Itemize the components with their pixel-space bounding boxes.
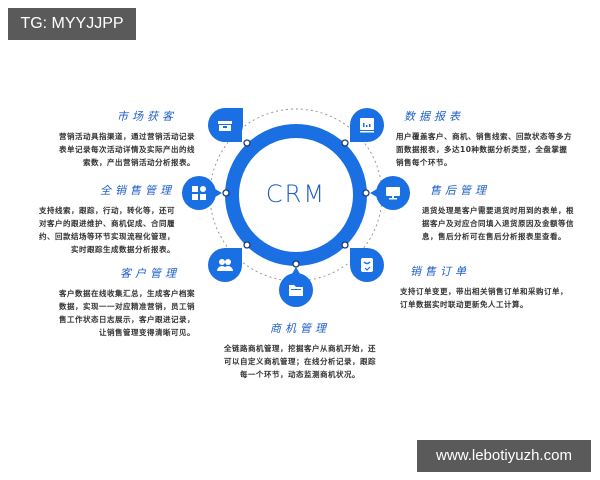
chart-icon	[350, 108, 384, 142]
box-icon	[208, 108, 242, 142]
module-desc: 营销活动具指渠道，通过营销活动记录 表单记录每次活动详情及实际产出的线 索数，产…	[59, 132, 195, 167]
module-title: 市场获客	[117, 110, 177, 123]
module-after-sales: 售后管理 退货处理是客户需要退货时用到的表单，根 据客户及对应合同填入退货原因及…	[422, 182, 597, 243]
module-desc: 全链路商机管理，挖掘客户从商机开始，还 可以自定义商机管理；在线分析记录，跟踪 …	[224, 344, 376, 379]
watermark-top-left: TG: MYYJJPP	[8, 8, 136, 40]
module-desc: 支持线索，跟踪，行动，转化等，还可 对客户的跟进维护、商机促成、合同履 约、回款…	[39, 206, 175, 254]
module-reports: 数据报表 用户覆盖客户、商机、销售线索、回款状态等多方 面数据报表，多达10种数…	[396, 108, 596, 169]
after-sales-node	[370, 176, 410, 210]
module-title: 销售订单	[410, 265, 470, 278]
module-desc: 退货处理是客户需要退货时用到的表单，根 据客户及对应合同填入退货原因及金额等信 …	[422, 206, 574, 241]
monitor-icon	[376, 176, 410, 210]
module-title: 数据报表	[404, 110, 464, 123]
module-title: 售后管理	[430, 184, 490, 197]
module-title: 客户管理	[120, 267, 180, 280]
module-orders: 销售订单 支持订单变更，带出相关销售订单和采购订单， 订单数据实时联动更新免人工…	[400, 263, 595, 311]
module-desc: 客户数据在线收集汇总，生成客户档案 数据，实现一一对应精准营销，员工销 售工作状…	[59, 289, 195, 337]
module-desc: 支持订单变更，带出相关销售订单和采购订单， 订单数据实时联动更新免人工计算。	[400, 287, 568, 309]
module-title: 全销售管理	[100, 184, 175, 197]
module-marketing: 市场获客 营销活动具指渠道，通过营销活动记录 表单记录每次活动详情及实际产出的线…	[40, 108, 195, 169]
watermark-bottom-right: www.lebotiyuzh.com	[417, 440, 591, 472]
orders-node	[350, 248, 384, 282]
bag-check-icon	[350, 248, 384, 282]
module-title: 商机管理	[270, 322, 330, 335]
crm-center-label: CRM	[265, 180, 327, 208]
module-customer: 客户管理 客户数据在线收集汇总，生成客户档案 数据，实现一一对应精准营销，员工销…	[45, 265, 195, 339]
opportunity-node	[279, 267, 313, 307]
users-icon	[208, 248, 242, 282]
grid-gear-icon	[182, 176, 216, 210]
sales-process-node	[182, 176, 222, 210]
module-sales-process: 全销售管理 支持线索，跟踪，行动，转化等，还可 对客户的跟进维护、商机促成、合同…	[30, 182, 175, 256]
module-desc: 用户覆盖客户、商机、销售线索、回款状态等多方 面数据报表，多达10种数据分析类型…	[396, 132, 572, 167]
folder-icon	[279, 273, 313, 307]
marketing-node	[208, 108, 242, 142]
reports-node	[350, 108, 384, 142]
customer-node	[208, 248, 242, 282]
module-opportunity: 商机管理 全链路商机管理，挖掘客户从商机开始，还 可以自定义商机管理；在线分析记…	[210, 320, 390, 381]
